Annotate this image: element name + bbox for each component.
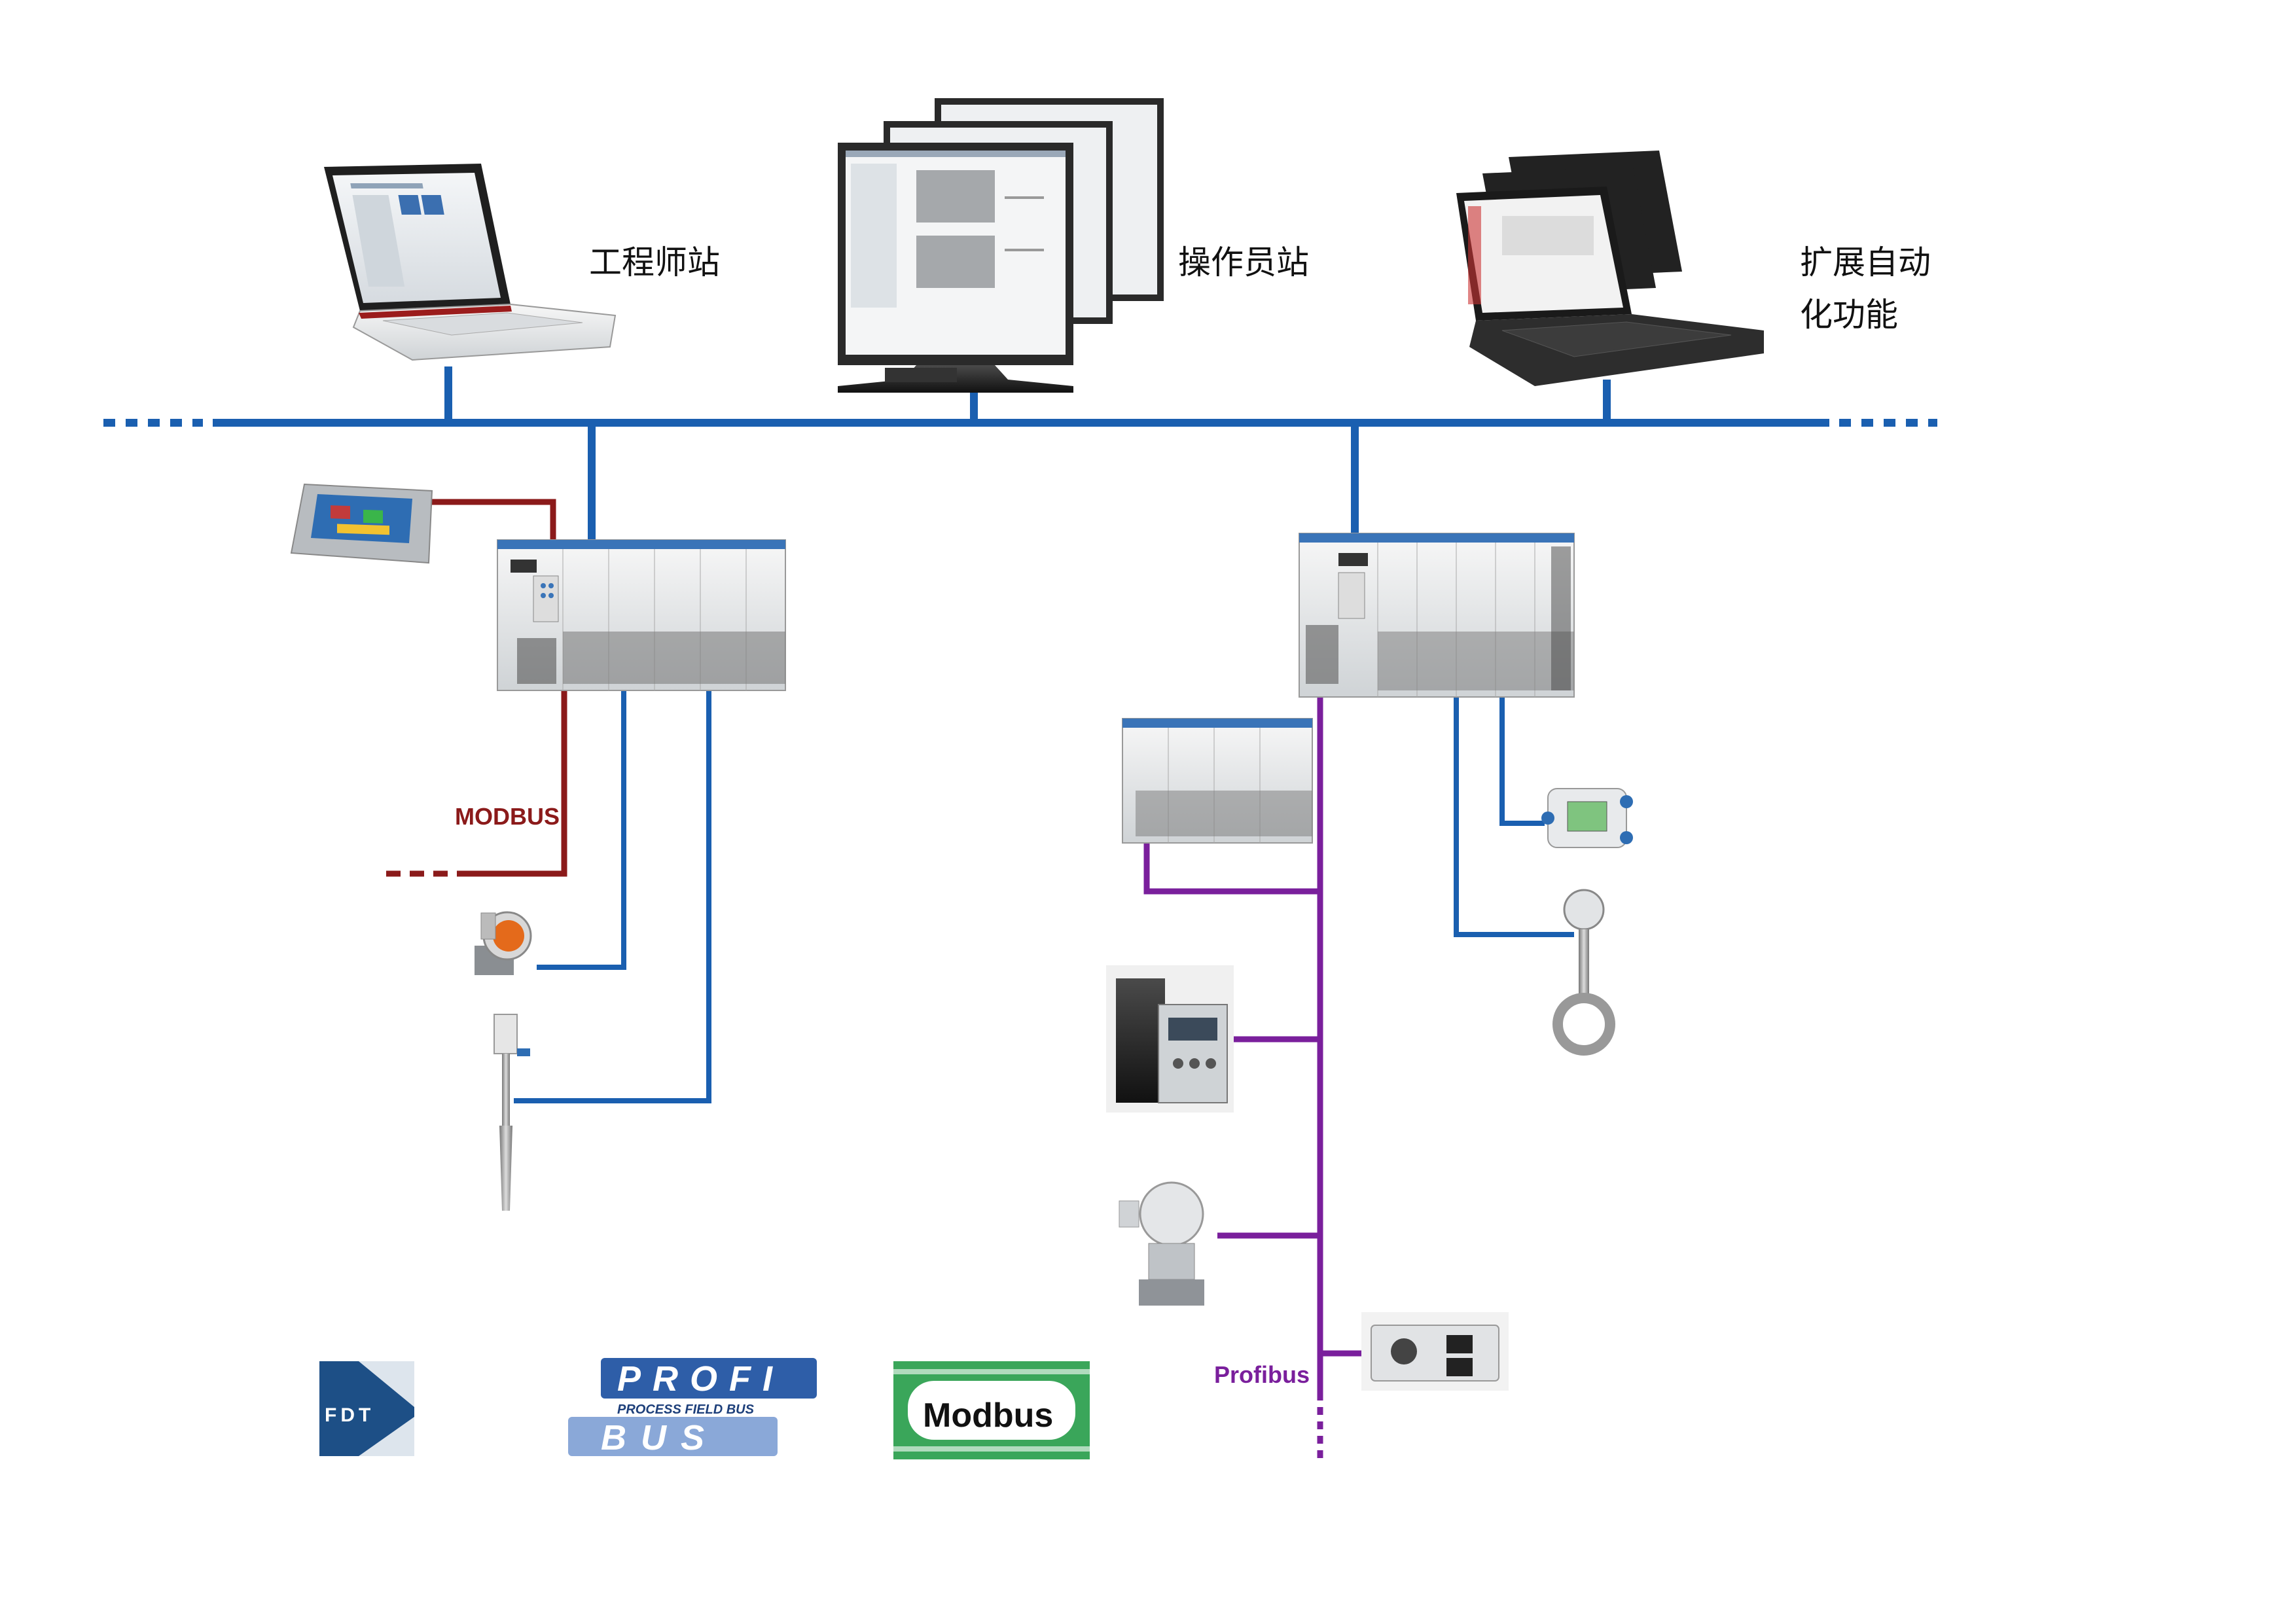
profibus-line <box>1143 674 1365 1463</box>
laptop-stack-icon <box>1456 151 1764 386</box>
remote-io-station <box>1122 718 1313 844</box>
left-rack-field-wiring <box>514 681 711 1103</box>
modbus-bus-label: MODBUS <box>455 803 560 830</box>
positioner-icon <box>1361 1312 1509 1391</box>
pressure-transmitter <box>475 911 532 975</box>
io-rack-icon <box>1299 533 1575 698</box>
modbus-logo-text: Modbus <box>923 1397 1053 1435</box>
drive-module <box>1106 965 1234 1113</box>
ethernet-bus <box>103 366 1937 543</box>
flow-transmitter <box>1541 788 1633 848</box>
profibus-logo-bottom: BUS <box>601 1418 719 1457</box>
level-probe-icon <box>493 1014 530 1211</box>
monitor-stack-icon <box>838 98 1164 393</box>
modbus-logo: Modbus <box>893 1361 1090 1459</box>
modbus-line <box>386 499 567 877</box>
drive-module-icon <box>1106 965 1234 1113</box>
hmi-panel-icon <box>290 483 433 564</box>
operator-station-monitors <box>838 98 1164 393</box>
extended-functions-label-line2: 化功能 <box>1800 296 1898 334</box>
vortex-flowmeter-icon <box>1552 889 1615 1056</box>
fdt-logo: FDT <box>319 1361 414 1456</box>
profibus-logo-mid: PROCESS FIELD BUS <box>617 1402 755 1417</box>
level-probe <box>493 1014 530 1211</box>
vortex-flowmeter <box>1552 889 1615 1056</box>
engineer-station-label: 工程师站 <box>589 243 720 281</box>
profibus-logo-top: PROFI <box>617 1359 784 1399</box>
hmi-panel <box>290 483 433 564</box>
flow-transmitter-icon <box>1541 788 1633 848</box>
remote-io-icon <box>1122 718 1313 844</box>
diff-pressure-transmitter <box>1119 1181 1204 1306</box>
engineer-station-laptop <box>324 164 617 361</box>
extended-functions-label-line1: 扩展自动 <box>1800 243 1931 281</box>
left-controller-rack <box>497 539 786 691</box>
right-rack-field-wiring <box>1454 694 1574 937</box>
fdt-logo-text: FDT <box>325 1404 374 1426</box>
io-rack-icon <box>497 539 786 691</box>
right-controller-rack <box>1299 533 1575 698</box>
laptop-icon <box>324 164 617 361</box>
diff-pressure-icon <box>1119 1181 1204 1306</box>
profibus-bus-label: Profibus <box>1214 1361 1310 1388</box>
pressure-transmitter-icon <box>475 911 532 975</box>
valve-positioner <box>1361 1312 1509 1391</box>
profibus-logo: PROFI PROCESS FIELD BUS BUS <box>568 1358 817 1457</box>
operator-station-label: 操作员站 <box>1178 243 1309 281</box>
extended-automation-laptops <box>1456 151 1764 386</box>
